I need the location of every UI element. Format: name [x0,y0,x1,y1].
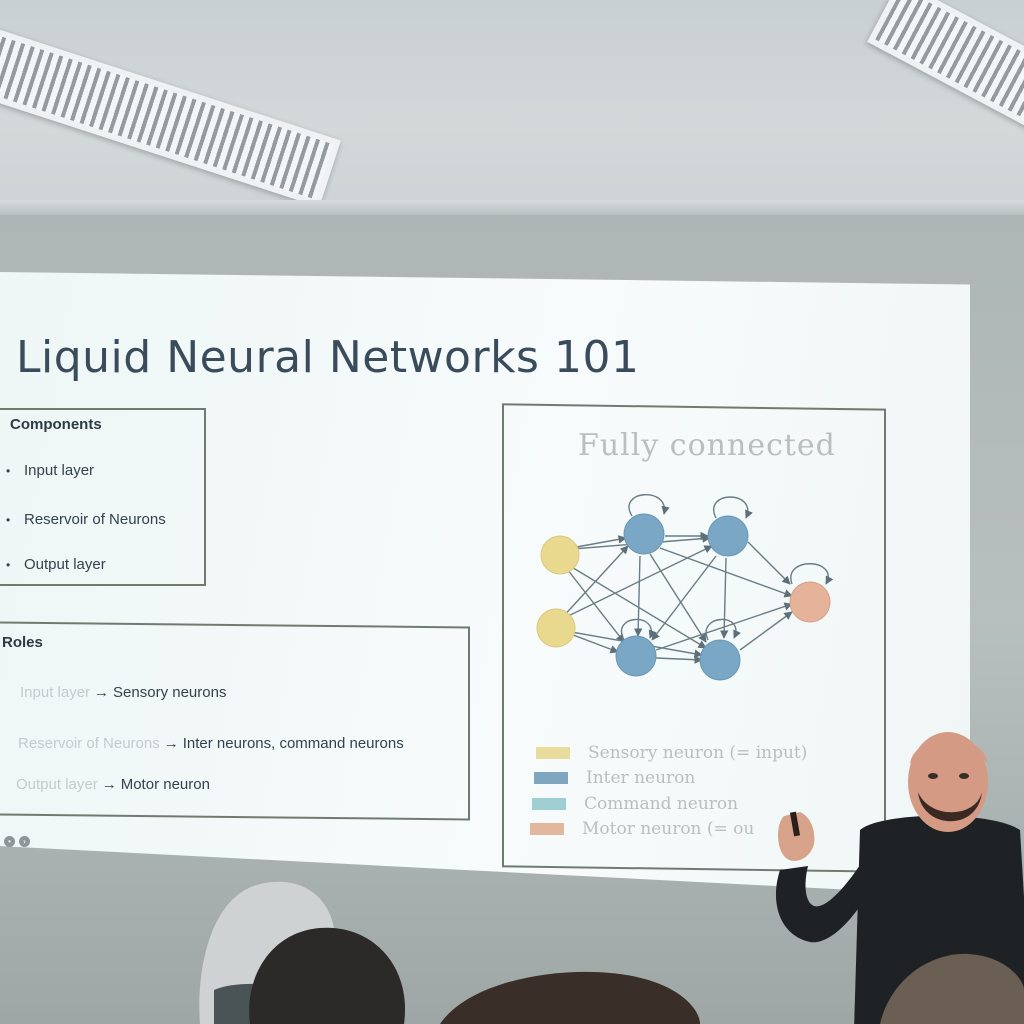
role-line: Input layer→Sensory neurons [20,684,226,701]
diagram-title: Fully connected [578,428,836,463]
components-heading: Components [10,416,102,433]
self-loops [620,494,834,641]
motor-neuron-node [789,581,831,623]
sensory-neuron-node [540,535,580,575]
components-item-label: Input layer [24,462,95,479]
arrow-icon: → [101,776,117,793]
components-item: •Input layer [6,462,95,479]
slide-nav: • › [4,836,30,847]
legend-swatch [530,823,564,835]
role-from: Reservoir of Neurons [18,735,160,752]
legend-label: Sensory neuron (= input) [588,743,808,763]
components-item-label: Output layer [24,556,106,573]
role-from: Input layer [20,684,91,701]
role-to: Inter neurons, command neurons [182,735,404,752]
legend-swatch [532,798,566,810]
inter-neuron-node [615,635,657,677]
legend-item: Command neuron [532,794,739,814]
connections [559,531,793,664]
components-box [0,408,206,586]
roles-heading: Roles [2,634,43,651]
components-item: •Reservoir of Neurons [6,511,166,528]
inter-neuron-node [699,639,741,681]
components-item-label: Reservoir of Neurons [24,511,166,528]
role-from: Output layer [16,776,98,793]
neural-network-diagram [536,494,834,681]
sensory-neuron-node [536,608,576,648]
components-item: •Output layer [6,556,106,573]
inter-neuron-node [623,513,665,555]
role-line: Output layer→Motor neuron [16,776,210,793]
legend-label: Motor neuron (= ou [582,819,755,839]
legend-item: Sensory neuron (= input) [536,743,808,763]
arrow-icon: → [94,684,110,701]
slide-title: Liquid Neural Networks 101 [16,332,640,383]
arrow-icon: → [163,735,179,752]
next-icon: › [19,836,30,847]
menu-icon: • [4,836,15,847]
legend-label: Command neuron [584,794,739,814]
legend-item: Motor neuron (= ou [530,819,755,839]
audience [199,881,1024,1024]
legend-swatch [534,772,568,784]
role-to: Motor neuron [120,776,210,793]
role-line: Reservoir of Neurons→Inter neurons, comm… [18,735,404,752]
legend-label: Inter neuron [586,768,696,788]
inter-neuron-node [707,515,749,557]
legend-swatch [536,747,570,759]
legend-item: Inter neuron [534,768,696,788]
role-to: Sensory neurons [113,684,227,701]
